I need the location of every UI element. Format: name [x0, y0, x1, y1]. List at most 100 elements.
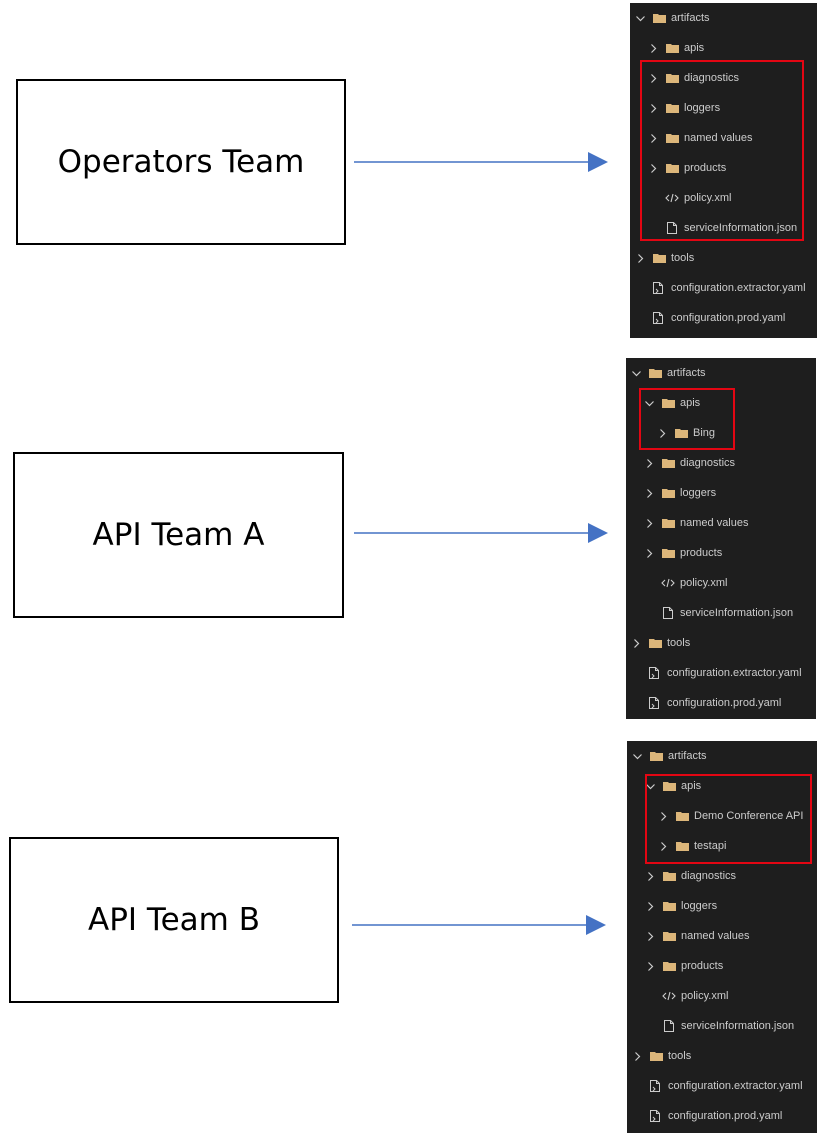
chevron-right-icon[interactable] — [644, 488, 655, 499]
chevron-down-icon[interactable] — [645, 781, 656, 792]
tree-row[interactable]: loggers — [626, 478, 716, 508]
chevron-spacer — [631, 668, 642, 679]
team-label: Operators Team — [57, 144, 305, 180]
tree-row[interactable]: named values — [630, 123, 753, 153]
chevron-spacer — [644, 578, 655, 589]
tree-row[interactable]: artifacts — [627, 741, 707, 771]
tree-row[interactable]: Demo Conference API — [627, 801, 803, 831]
tree-item-label: diagnostics — [680, 457, 736, 469]
chevron-right-icon[interactable] — [645, 901, 656, 912]
chevron-down-icon[interactable] — [632, 751, 643, 762]
tree-row[interactable]: tools — [627, 1041, 691, 1071]
tree-row[interactable]: apis — [626, 388, 700, 418]
tree-row[interactable]: configuration.extractor.yaml — [630, 273, 806, 303]
chevron-spacer — [632, 1081, 643, 1092]
chevron-right-icon[interactable] — [648, 163, 659, 174]
chevron-spacer — [645, 991, 656, 1002]
tree-row[interactable]: apis — [630, 33, 704, 63]
tree-item-label: tools — [671, 252, 695, 264]
tree-row[interactable]: serviceInformation.json — [630, 213, 797, 243]
tree-row[interactable]: serviceInformation.json — [626, 598, 793, 628]
tree-row[interactable]: tools — [626, 628, 690, 658]
tree-row[interactable]: configuration.extractor.yaml — [626, 658, 802, 688]
tree-item-label: products — [680, 547, 723, 559]
tree-item-label: Demo Conference API — [694, 810, 804, 822]
tree-row[interactable]: tools — [630, 243, 694, 273]
chevron-right-icon[interactable] — [632, 1051, 643, 1062]
chevron-right-icon[interactable] — [644, 458, 655, 469]
tree-item-label: configuration.prod.yaml — [667, 697, 782, 709]
tree-item-label: named values — [680, 517, 749, 529]
tree-row[interactable]: policy.xml — [626, 568, 727, 598]
folder-icon — [675, 810, 689, 822]
tree-row[interactable]: configuration.prod.yaml — [627, 1101, 782, 1131]
chevron-down-icon[interactable] — [644, 398, 655, 409]
tree-item-label: products — [681, 960, 724, 972]
team-box-api-a: API Team A — [13, 452, 344, 618]
tree-row[interactable]: apis — [627, 771, 701, 801]
tree-item-label: diagnostics — [681, 870, 737, 882]
arrow-api-a — [354, 523, 608, 543]
chevron-right-icon[interactable] — [631, 638, 642, 649]
chevron-right-icon[interactable] — [644, 548, 655, 559]
tree-row[interactable]: loggers — [630, 93, 720, 123]
tree-row[interactable]: policy.xml — [630, 183, 731, 213]
tree-row[interactable]: named values — [627, 921, 750, 951]
folder-icon — [665, 102, 679, 114]
yaml-file-icon — [649, 1110, 663, 1122]
tree-row[interactable]: testapi — [627, 831, 726, 861]
chevron-right-icon[interactable] — [645, 931, 656, 942]
tree-row[interactable]: products — [627, 951, 723, 981]
folder-icon — [662, 780, 676, 792]
chevron-down-icon[interactable] — [631, 368, 642, 379]
tree-row[interactable]: artifacts — [626, 358, 706, 388]
chevron-right-icon[interactable] — [648, 103, 659, 114]
folder-icon — [665, 162, 679, 174]
tree-row[interactable]: diagnostics — [630, 63, 739, 93]
chevron-right-icon[interactable] — [645, 871, 656, 882]
tree-row[interactable]: policy.xml — [627, 981, 728, 1011]
tree-item-label: configuration.prod.yaml — [671, 312, 786, 324]
chevron-right-icon[interactable] — [644, 518, 655, 529]
tree-item-label: testapi — [694, 840, 727, 852]
tree-item-label: configuration.extractor.yaml — [668, 1080, 803, 1092]
team-box-operators: Operators Team — [16, 79, 346, 245]
chevron-right-icon[interactable] — [648, 133, 659, 144]
tree-item-label: artifacts — [667, 367, 706, 379]
tree-row[interactable]: Bing — [626, 418, 715, 448]
folder-icon — [662, 960, 676, 972]
chevron-right-icon[interactable] — [648, 43, 659, 54]
tree-item-label: serviceInformation.json — [680, 607, 794, 619]
tree-item-label: artifacts — [671, 12, 710, 24]
folder-icon — [665, 132, 679, 144]
code-file-icon — [661, 577, 675, 589]
chevron-spacer — [632, 1111, 643, 1122]
tree-row[interactable]: artifacts — [630, 3, 710, 33]
chevron-right-icon[interactable] — [658, 811, 669, 822]
tree-item-label: configuration.prod.yaml — [668, 1110, 783, 1122]
chevron-right-icon[interactable] — [658, 841, 669, 852]
folder-icon — [662, 870, 676, 882]
chevron-right-icon[interactable] — [635, 253, 646, 264]
arrow-api-b — [352, 915, 606, 935]
chevron-right-icon[interactable] — [657, 428, 668, 439]
tree-row[interactable]: named values — [626, 508, 749, 538]
folder-icon — [661, 547, 675, 559]
tree-row[interactable]: loggers — [627, 891, 717, 921]
tree-row[interactable]: products — [626, 538, 722, 568]
tree-row[interactable]: configuration.prod.yaml — [630, 303, 785, 333]
tree-row[interactable]: diagnostics — [627, 861, 736, 891]
tree-row[interactable]: products — [630, 153, 726, 183]
tree-row[interactable]: diagnostics — [626, 448, 735, 478]
chevron-down-icon[interactable] — [635, 13, 646, 24]
chevron-right-icon[interactable] — [645, 961, 656, 972]
tree-row[interactable]: configuration.prod.yaml — [626, 688, 781, 718]
tree-row[interactable]: configuration.extractor.yaml — [627, 1071, 803, 1101]
chevron-right-icon[interactable] — [648, 73, 659, 84]
tree-item-label: diagnostics — [684, 72, 740, 84]
tree-row[interactable]: serviceInformation.json — [627, 1011, 794, 1041]
chevron-spacer — [635, 283, 646, 294]
file-icon — [665, 222, 679, 234]
